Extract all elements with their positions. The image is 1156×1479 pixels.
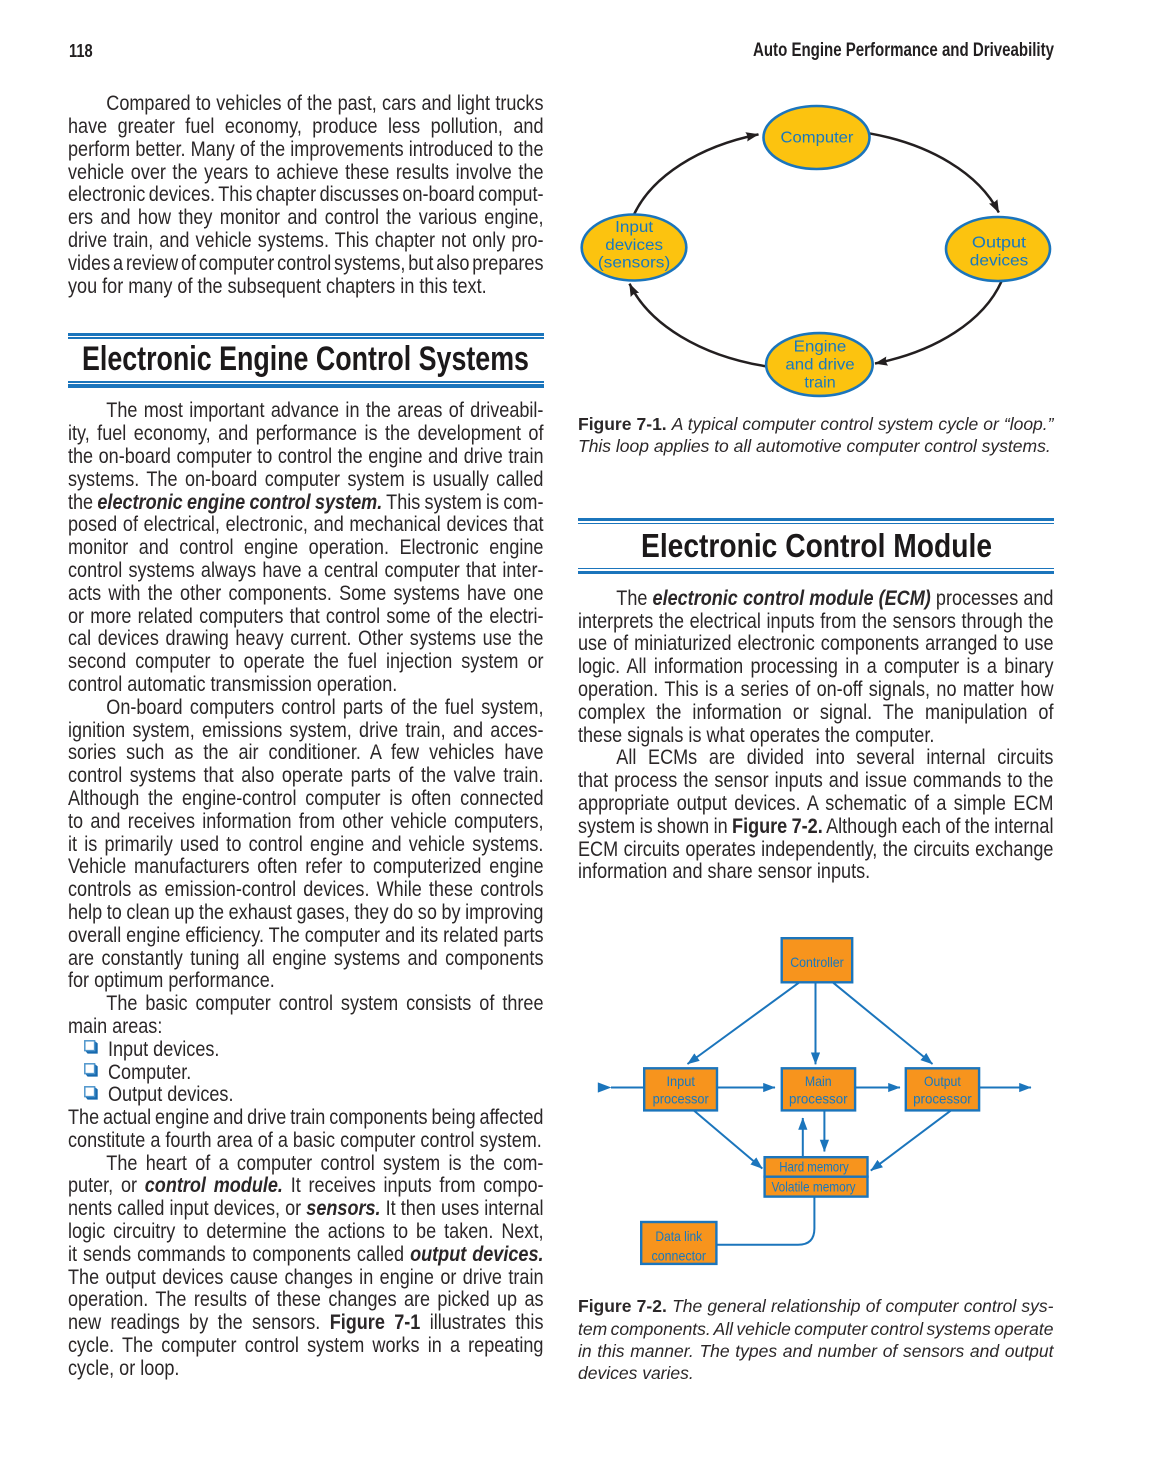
svg-text:Output: Output — [924, 1073, 961, 1089]
svg-text:Input: Input — [615, 219, 654, 236]
svg-text:Computer: Computer — [781, 129, 855, 146]
svg-text:train: train — [804, 375, 835, 392]
svg-text:processor: processor — [913, 1091, 972, 1107]
svg-text:connector: connector — [652, 1248, 707, 1264]
svg-text:processor: processor — [653, 1091, 710, 1107]
svg-text:processor: processor — [789, 1091, 848, 1107]
svg-text:Input: Input — [666, 1073, 695, 1089]
svg-text:(sensors): (sensors) — [598, 255, 670, 272]
svg-text:Output: Output — [972, 234, 1027, 251]
svg-text:and drive: and drive — [785, 357, 854, 374]
svg-text:Volatile memory: Volatile memory — [771, 1179, 855, 1195]
svg-text:Controller: Controller — [790, 954, 844, 970]
svg-text:Data link: Data link — [655, 1228, 703, 1244]
svg-text:Engine: Engine — [794, 339, 847, 356]
svg-text:devices: devices — [970, 253, 1028, 270]
svg-text:Hard memory: Hard memory — [779, 1159, 849, 1175]
svg-text:devices: devices — [605, 237, 663, 254]
svg-text:Main: Main — [805, 1073, 832, 1089]
